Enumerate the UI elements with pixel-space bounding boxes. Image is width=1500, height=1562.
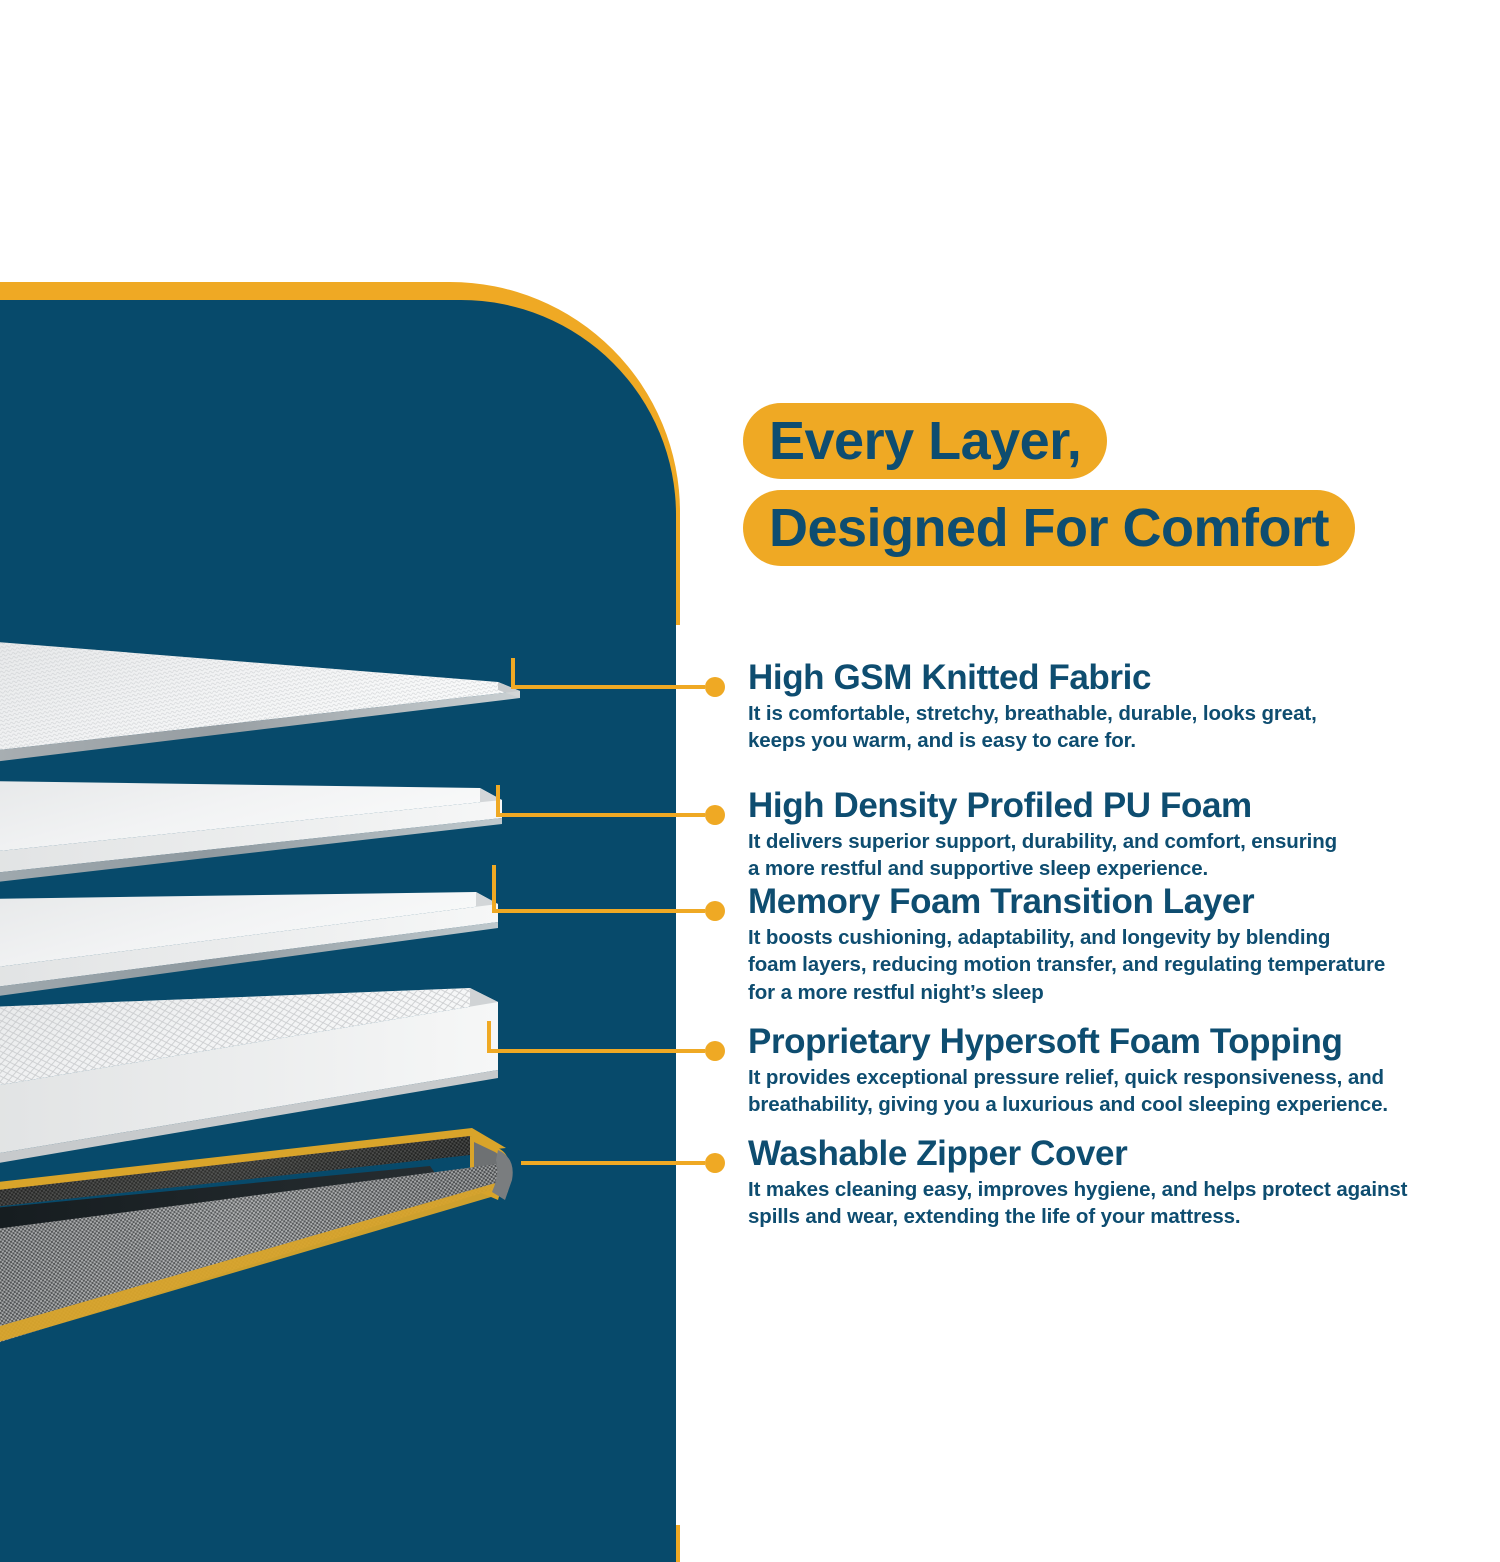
- feature-desc-line: for a more restful night’s sleep: [748, 980, 1044, 1004]
- infographic-canvas: Every Layer, Designed For Comfort High G…: [0, 282, 1448, 1562]
- feature-title: Proprietary Hypersoft Foam Topping: [748, 1022, 1343, 1061]
- heading-line2-text: Designed For Comfort: [769, 498, 1330, 558]
- layer-memory-foam-sheet: [0, 892, 498, 996]
- feature-desc-line: a more restful and supportive sleep expe…: [748, 857, 1209, 881]
- feature-description: It provides exceptional pressure relief,…: [748, 1064, 1448, 1119]
- heading-pill-line2: Designed For Comfort: [743, 490, 1356, 566]
- heading-pill-line1: Every Layer,: [743, 403, 1108, 479]
- feature-title: High GSM Knitted Fabric: [748, 658, 1152, 697]
- feature-title: High Density Profiled PU Foam: [748, 786, 1252, 825]
- feature-desc-line: keeps you warm, and is easy to care for.: [748, 729, 1136, 753]
- feature-desc-line: It boosts cushioning, adaptability, and …: [748, 926, 1331, 949]
- exploded-mattress-illustration: [0, 642, 520, 1343]
- feature-description: It delivers superior support, durability…: [748, 828, 1448, 883]
- outline-trim-mask: [676, 625, 766, 1525]
- feature-desc-line: It makes cleaning easy, improves hygiene…: [748, 1178, 1408, 1201]
- feature-title: Washable Zipper Cover: [748, 1134, 1128, 1173]
- bullet-dot-icon: [705, 805, 725, 825]
- bullet-dot-icon: [705, 1041, 725, 1061]
- bullet-dot-icon: [705, 677, 725, 697]
- heading-line1-text: Every Layer,: [769, 411, 1082, 471]
- feature-desc-line: It provides exceptional pressure relief,…: [748, 1066, 1384, 1089]
- bullet-dot-icon: [705, 901, 725, 921]
- feature-desc-line: It delivers superior support, durability…: [748, 830, 1338, 853]
- feature-description: It makes cleaning easy, improves hygiene…: [748, 1176, 1448, 1231]
- feature-desc-line: breathability, giving you a luxurious an…: [748, 1093, 1388, 1117]
- feature-desc-line: foam layers, reducing motion transfer, a…: [748, 953, 1386, 977]
- feature-desc-line: It is comfortable, stretchy, breathable,…: [748, 702, 1317, 725]
- feature-title: Memory Foam Transition Layer: [748, 882, 1255, 921]
- bullet-dot-icon: [705, 1153, 725, 1173]
- layer-pu-foam: [0, 781, 502, 882]
- layer-knitted-fabric: [0, 642, 520, 762]
- feature-description: It boosts cushioning, adaptability, and …: [748, 924, 1448, 1006]
- feature-desc-line: spills and wear, extending the life of y…: [748, 1205, 1241, 1229]
- feature-description: It is comfortable, stretchy, breathable,…: [748, 700, 1448, 755]
- layer-zipper-cover-base: [0, 1128, 513, 1343]
